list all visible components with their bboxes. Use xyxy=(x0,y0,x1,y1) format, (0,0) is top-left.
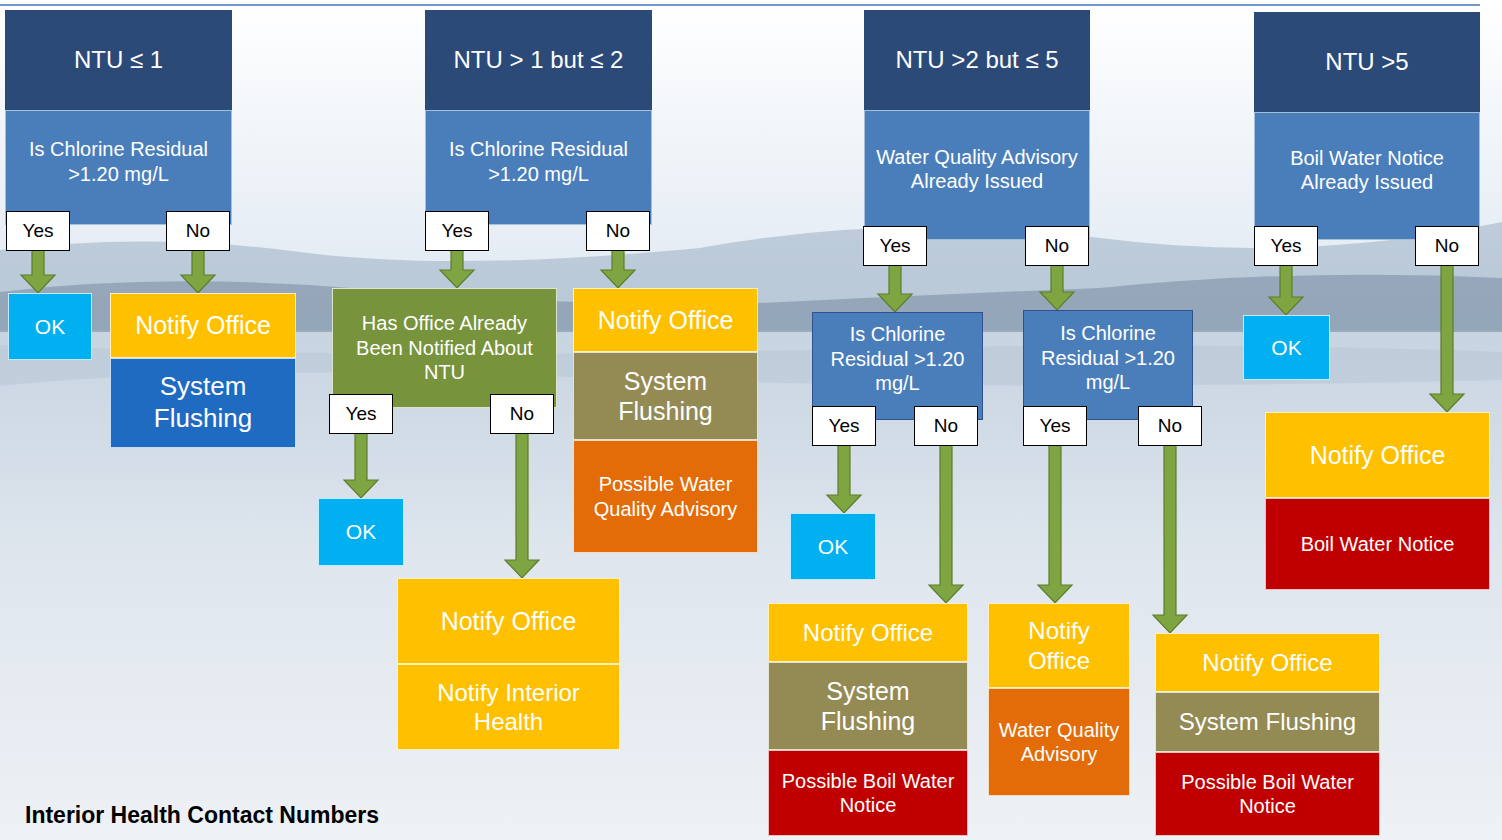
decision-box: Is Chlorine Residual >1.20 mg/L xyxy=(1023,310,1193,420)
header-text: NTU >5 xyxy=(1325,47,1408,76)
box-text: OK xyxy=(818,534,848,560)
condition-header: NTU >2 but ≤ 5 Water Quality Advisory Alr… xyxy=(864,10,1090,240)
box-text: Notify Office xyxy=(803,618,933,647)
question-text: Is Chlorine Residual >1.20 mg/L xyxy=(16,137,221,186)
flow-arrow xyxy=(440,225,474,288)
section-heading: Interior Health Contact Numbers xyxy=(25,802,379,829)
advisory-box: Water Quality Advisory xyxy=(988,688,1130,796)
header-band: NTU >5 xyxy=(1254,12,1480,112)
question-box: Has Office Already Been Notified About N… xyxy=(332,288,557,408)
flow-arrow xyxy=(1040,240,1074,310)
advisory-box: Possible Water Quality Advisory xyxy=(573,440,758,553)
flow-arrow xyxy=(181,225,215,293)
flow-arrow xyxy=(1430,240,1464,412)
flow-arrow xyxy=(827,420,861,513)
decision-box: Is Chlorine Residual >1.20 mg/L xyxy=(812,312,983,420)
flow-arrow xyxy=(505,408,539,578)
question-panel: Is Chlorine Residual >1.20 mg/L xyxy=(425,110,652,225)
action-box: System Flushing xyxy=(1155,692,1380,752)
flow-arrow xyxy=(1038,420,1072,603)
flow-arrow xyxy=(344,408,378,498)
action-box: System Flushing xyxy=(110,358,296,448)
box-text: Notify Interior Health xyxy=(406,678,611,737)
box-text: Notify Office xyxy=(441,606,577,637)
box-text: System Flushing xyxy=(582,366,749,427)
box-text: Notify Office xyxy=(997,616,1121,675)
flow-arrow xyxy=(21,225,55,293)
question-panel: Water Quality Advisory Already Issued xyxy=(864,110,1090,240)
box-text: Possible Boil Water Notice xyxy=(1164,770,1371,819)
question-text: Is Chlorine Residual >1.20 mg/L xyxy=(436,137,641,186)
ok-box: OK xyxy=(1243,315,1330,380)
box-text: Notify Office xyxy=(598,305,734,336)
box-text: OK xyxy=(1271,335,1301,361)
notice-box: Possible Boil Water Notice xyxy=(768,750,968,836)
header-band: NTU >2 but ≤ 5 xyxy=(864,10,1090,110)
action-box: Notify Office xyxy=(573,288,758,352)
box-text: Is Chlorine Residual >1.20 mg/L xyxy=(821,322,974,395)
condition-header: NTU ≤ 1 Is Chlorine Residual >1.20 mg/L xyxy=(5,10,232,225)
box-text: OK xyxy=(35,314,65,340)
box-text: Water Quality Advisory xyxy=(997,718,1121,767)
question-panel: Boil Water Notice Already Issued xyxy=(1254,112,1480,240)
action-box: Notify Office xyxy=(988,603,1130,688)
lake-water xyxy=(0,332,1502,840)
box-text: Notify Office xyxy=(1202,648,1332,677)
top-rule xyxy=(0,4,1480,6)
ok-box: OK xyxy=(790,513,876,580)
header-text: NTU >2 but ≤ 5 xyxy=(895,45,1058,74)
action-box: System Flushing xyxy=(573,352,758,440)
box-text: Is Chlorine Residual >1.20 mg/L xyxy=(1032,321,1184,394)
flow-arrow xyxy=(1269,240,1303,315)
header-band: NTU > 1 but ≤ 2 xyxy=(425,10,652,110)
question-text: Boil Water Notice Already Issued xyxy=(1265,146,1469,195)
ok-box: OK xyxy=(318,498,404,566)
flow-arrow xyxy=(878,240,912,312)
action-box: Notify Office xyxy=(768,603,968,662)
box-text: System Flushing xyxy=(119,371,287,434)
box-text: OK xyxy=(346,519,376,545)
box-text: Boil Water Notice xyxy=(1301,532,1455,556)
question-text: Water Quality Advisory Already Issued xyxy=(875,145,1079,194)
header-text: NTU ≤ 1 xyxy=(74,45,163,74)
box-text: Has Office Already Been Notified About N… xyxy=(341,311,548,384)
action-box: Notify Office xyxy=(397,578,620,664)
box-text: System Flushing xyxy=(777,676,959,737)
header-text: NTU > 1 but ≤ 2 xyxy=(454,45,624,74)
flow-arrow xyxy=(929,420,963,603)
ok-box: OK xyxy=(8,293,92,360)
box-text: Notify Office xyxy=(135,310,271,341)
condition-header: NTU >5 Boil Water Notice Already Issued xyxy=(1254,12,1480,240)
box-text: Possible Boil Water Notice xyxy=(777,769,959,818)
box-text: Possible Water Quality Advisory xyxy=(582,472,749,521)
flow-arrow xyxy=(1153,420,1187,633)
flow-arrow xyxy=(601,225,635,288)
action-box: Notify Office xyxy=(110,293,296,358)
box-text: System Flushing xyxy=(1179,707,1356,736)
header-band: NTU ≤ 1 xyxy=(5,10,232,110)
action-box: Notify Interior Health xyxy=(397,664,620,750)
action-box: Notify Office xyxy=(1155,633,1380,692)
condition-header: NTU > 1 but ≤ 2 Is Chlorine Residual >1.2… xyxy=(425,10,652,225)
notice-box: Boil Water Notice xyxy=(1265,498,1490,590)
question-panel: Is Chlorine Residual >1.20 mg/L xyxy=(5,110,232,225)
action-box: System Flushing xyxy=(768,662,968,750)
box-text: Notify Office xyxy=(1310,440,1446,471)
notice-box: Possible Boil Water Notice xyxy=(1155,752,1380,836)
action-box: Notify Office xyxy=(1265,412,1490,498)
